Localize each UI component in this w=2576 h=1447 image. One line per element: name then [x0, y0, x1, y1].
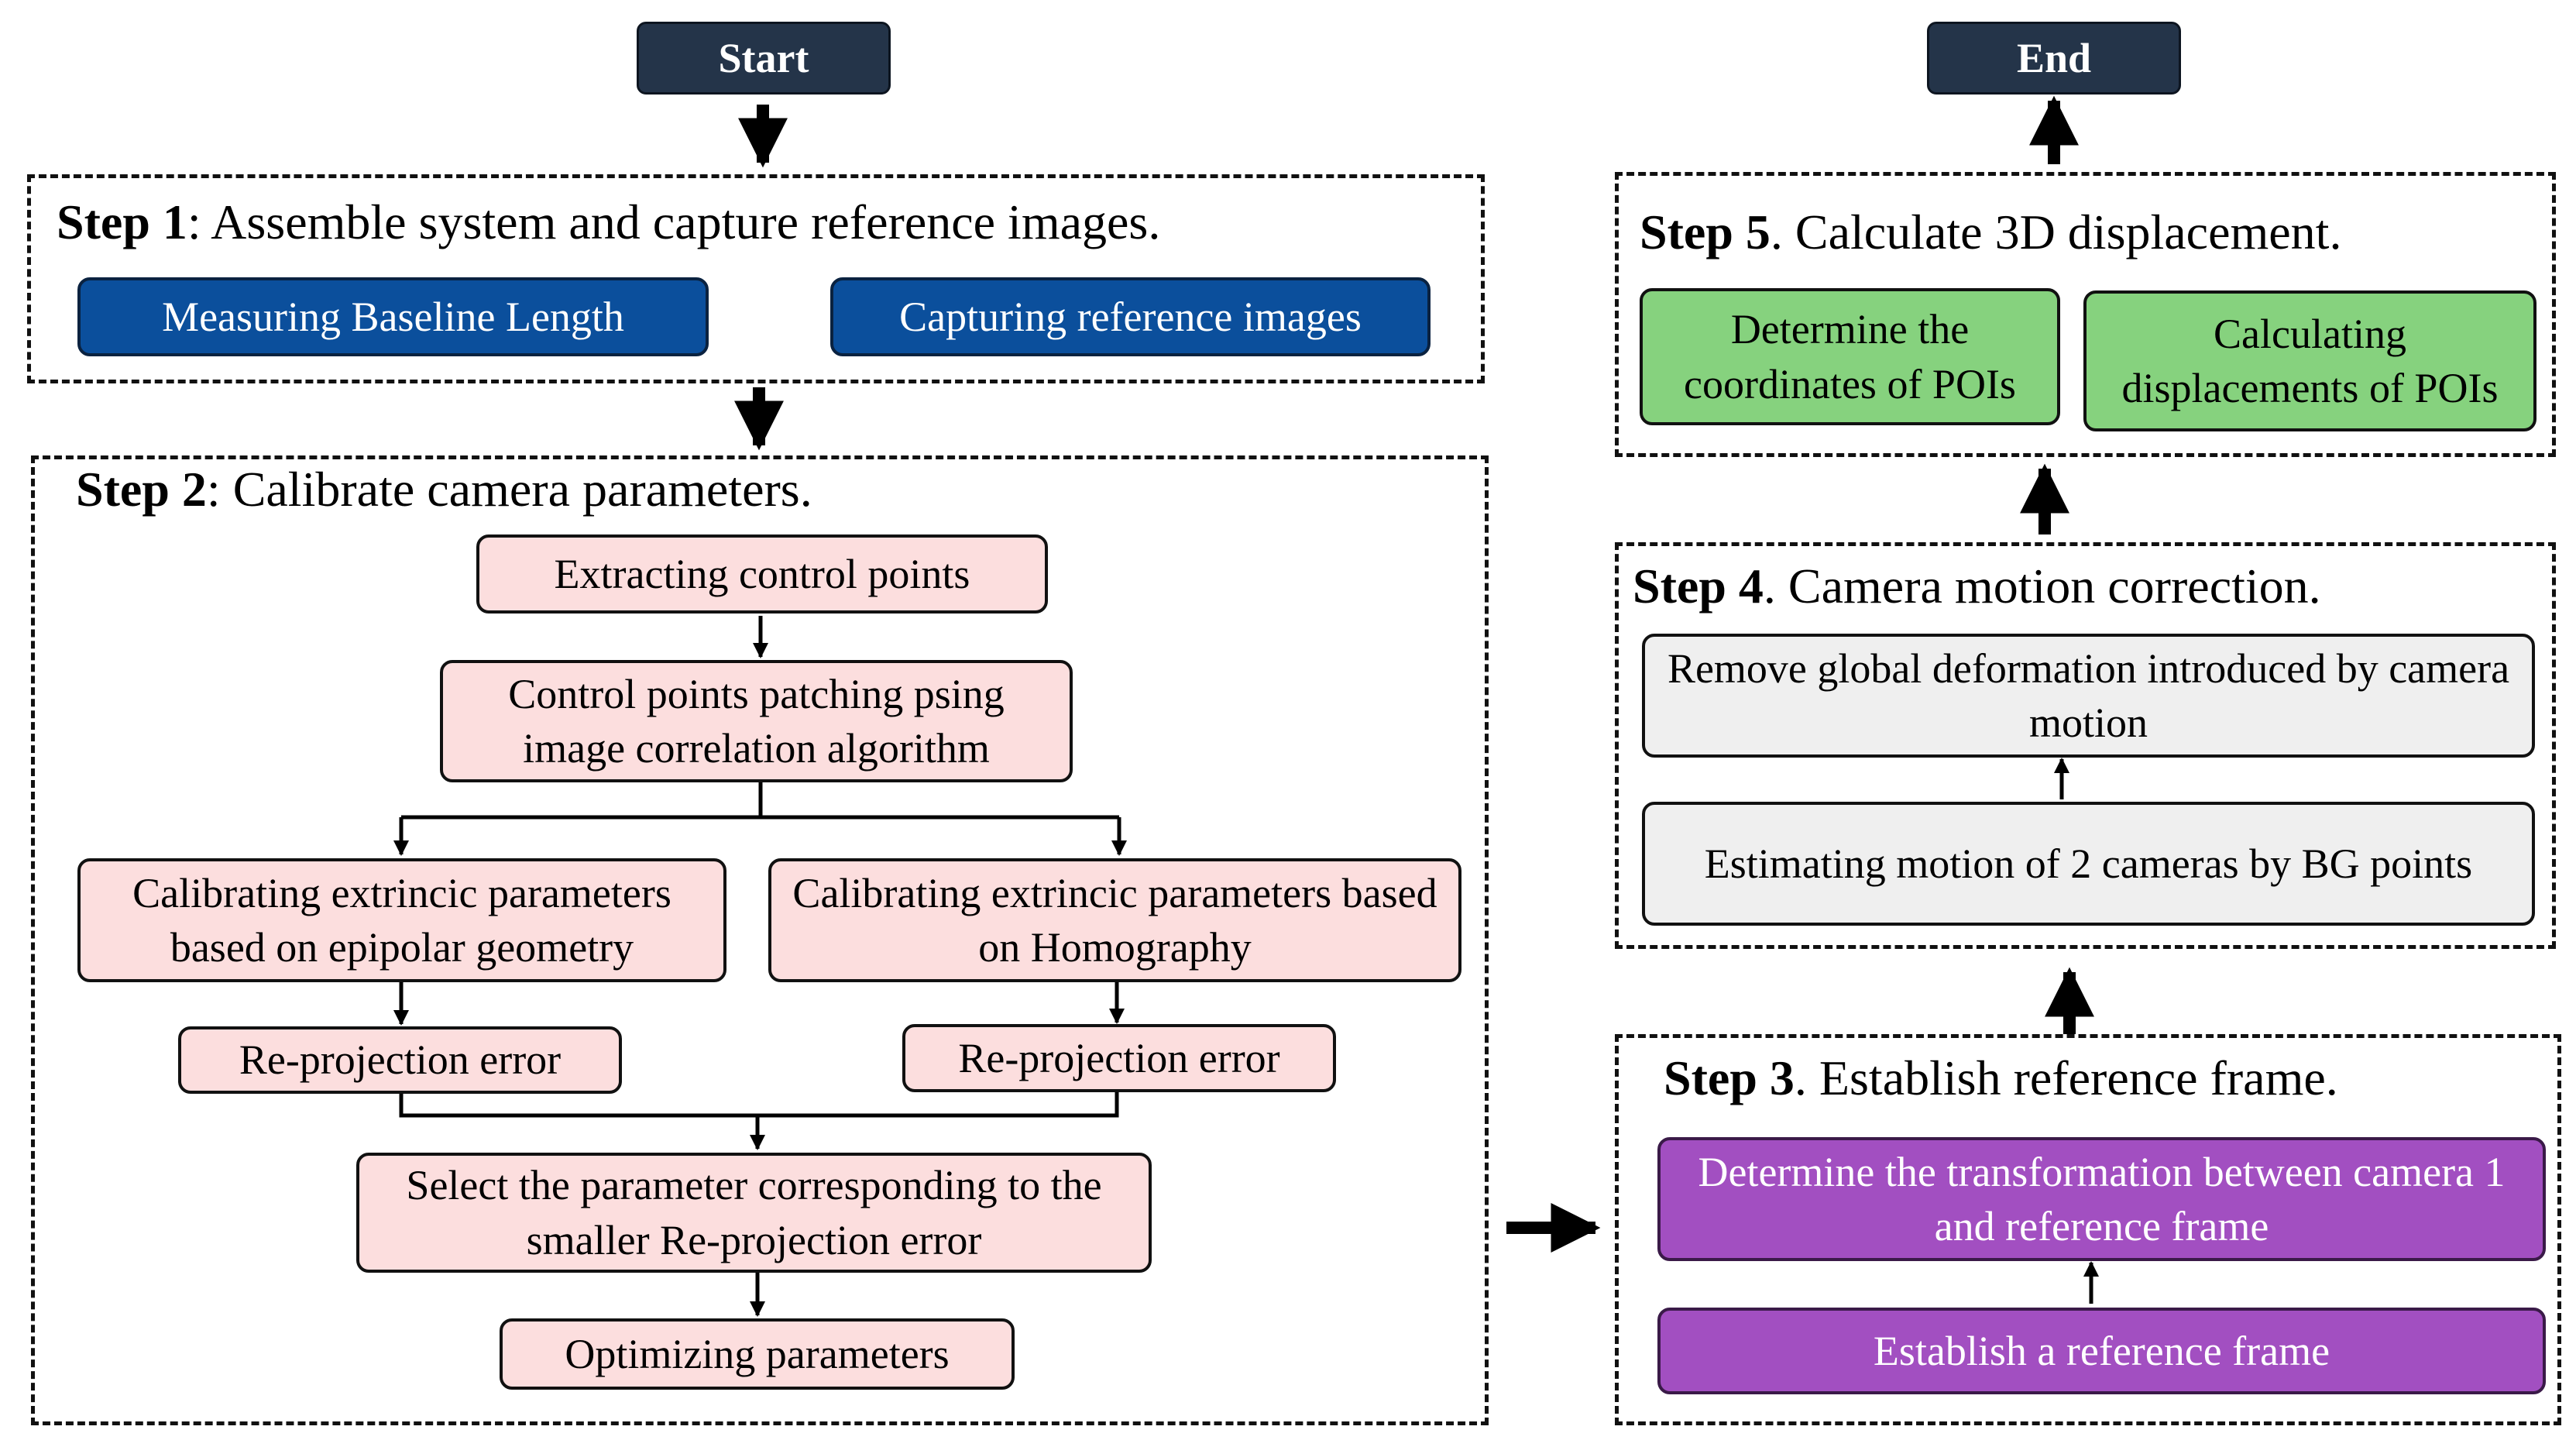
calculating-displacements-box: Calculating displacements of POIs [2083, 290, 2537, 431]
establish-reference-frame-box: Establish a reference frame [1657, 1308, 2546, 1394]
step2-panel [31, 455, 1489, 1425]
calibrating-epipolar-box: Calibrating extrincic parameters based o… [77, 858, 726, 982]
step1-number: Step 1 [57, 194, 187, 249]
step1-text: : Assemble system and capture reference … [187, 194, 1161, 249]
estimating-camera-motion-box: Estimating motion of 2 cameras by BG poi… [1642, 802, 2535, 926]
reprojection-error-left-box: Re-projection error [178, 1026, 622, 1094]
optimizing-parameters-box: Optimizing parameters [500, 1318, 1015, 1390]
end-terminal: End [1927, 22, 2181, 95]
calibrating-homography-box: Calibrating extrincic parameters based o… [768, 858, 1461, 982]
reprojection-error-right-box: Re-projection error [902, 1024, 1336, 1092]
step1-panel [27, 174, 1485, 383]
step4-number: Step 4 [1633, 559, 1764, 614]
step4-title: Step 4. Camera motion correction. [1633, 562, 2321, 611]
determine-coordinates-box: Determine the coordinates of POIs [1640, 288, 2060, 425]
determine-transformation-box: Determine the transformation between cam… [1657, 1137, 2546, 1261]
step3-title: Step 3. Establish reference frame. [1664, 1053, 2338, 1103]
step1-title: Step 1: Assemble system and capture refe… [57, 198, 1160, 247]
control-points-patching-box: Control points patching psing image corr… [440, 660, 1073, 782]
step2-number: Step 2 [76, 462, 207, 517]
step3-number: Step 3 [1664, 1050, 1795, 1105]
step2-text: : Calibrate camera parameters. [206, 462, 812, 517]
step5-panel [1615, 172, 2556, 457]
measuring-baseline-box: Measuring Baseline Length [77, 277, 709, 356]
step3-panel [1615, 1034, 2561, 1425]
extracting-control-points-box: Extracting control points [476, 534, 1048, 614]
start-terminal: Start [637, 22, 891, 95]
step4-panel [1615, 542, 2556, 949]
step5-number: Step 5 [1640, 205, 1771, 259]
step2-title: Step 2: Calibrate camera parameters. [76, 465, 812, 514]
select-parameter-box: Select the parameter corresponding to th… [356, 1153, 1152, 1273]
step4-text: . Camera motion correction. [1763, 559, 2321, 614]
capturing-reference-box: Capturing reference images [830, 277, 1431, 356]
step3-text: . Establish reference frame. [1794, 1050, 2338, 1105]
remove-global-deformation-box: Remove global deformation introduced by … [1642, 634, 2535, 758]
step5-title: Step 5. Calculate 3D displacement. [1640, 208, 2341, 257]
step5-text: . Calculate 3D displacement. [1770, 205, 2342, 259]
